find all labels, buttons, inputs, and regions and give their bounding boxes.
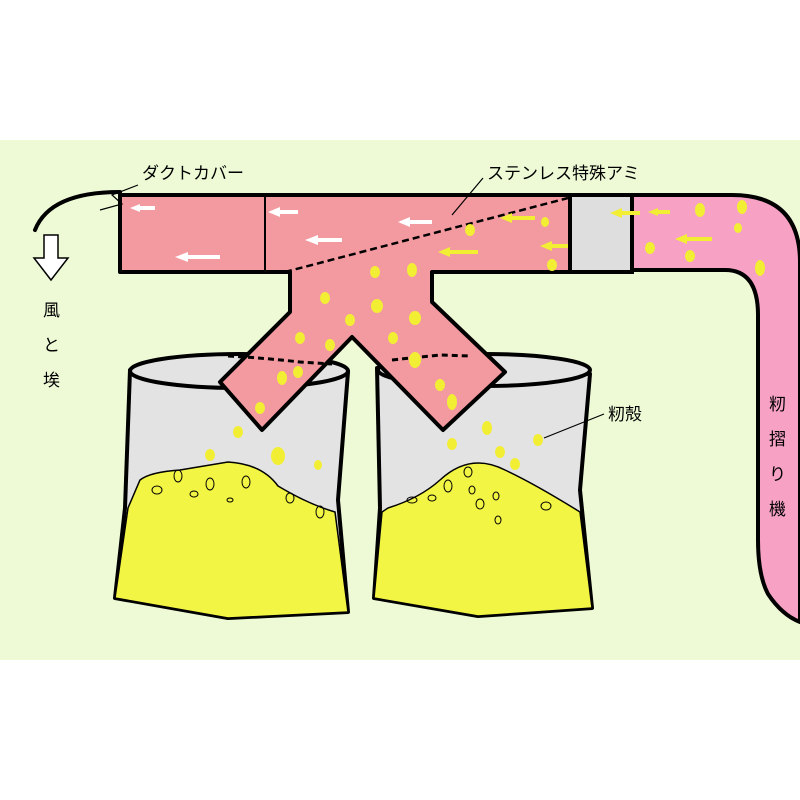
husk-arrow	[610, 208, 640, 218]
husk-particle	[293, 366, 303, 378]
husk-particle	[482, 421, 492, 435]
pile-speck	[241, 475, 251, 489]
wind-and-dust-char: と	[43, 336, 60, 356]
husk-particle	[320, 292, 330, 304]
mesh-line-right	[391, 353, 471, 362]
husk-leader	[543, 413, 605, 439]
husk-particle	[409, 311, 421, 325]
husk-particle	[314, 460, 322, 470]
husk-particle	[447, 394, 457, 410]
husker-char: 籾	[769, 395, 786, 415]
pile-speck	[406, 496, 418, 504]
husker-char: り	[769, 465, 786, 485]
husk-particle	[409, 352, 421, 368]
mesh-leader	[451, 177, 484, 216]
right-bag-husk-pile	[373, 462, 593, 617]
husk-particle	[737, 200, 747, 214]
husk-particle	[233, 426, 243, 438]
pile-speck	[285, 492, 295, 504]
air-arrow	[130, 204, 155, 212]
air-arrow	[305, 235, 342, 245]
husk-particle	[734, 223, 742, 233]
mesh-line-upper	[284, 196, 569, 274]
pile-speck	[494, 515, 502, 525]
husk-particle	[645, 242, 655, 254]
husker-pipe	[630, 193, 800, 624]
husk-arrow	[648, 208, 670, 216]
pile-speck	[189, 490, 199, 498]
husk-particle	[325, 339, 335, 351]
husk-flow-arrows	[438, 208, 712, 257]
pile-speck	[173, 469, 183, 483]
husk-particle	[447, 438, 457, 450]
husk-particle	[345, 314, 355, 326]
pile-speck	[205, 477, 215, 491]
husk-particle	[205, 449, 215, 461]
pile-speck	[468, 485, 476, 495]
stainless-mesh-label: ステンレス特殊アミ	[487, 164, 640, 184]
husk-particle	[465, 224, 475, 236]
pile-speck	[463, 466, 473, 478]
husk-particle	[695, 203, 705, 217]
husk-particle	[271, 447, 285, 465]
husk-particles	[205, 200, 765, 470]
husk-arrow	[438, 247, 478, 257]
wind-and-dust-label: 風 と 埃	[43, 301, 60, 391]
down-arrow-icon	[32, 234, 70, 282]
pile-speck	[443, 479, 453, 493]
mesh-line-left	[227, 354, 333, 366]
pile-speck	[427, 494, 437, 502]
husk-particle	[495, 446, 505, 458]
wind-and-dust-char: 風	[43, 301, 60, 321]
pile-speck	[540, 501, 552, 511]
air-arrow	[268, 207, 298, 217]
husk-particle	[755, 260, 765, 276]
husk-particle	[255, 402, 265, 414]
pile-speck	[475, 498, 485, 510]
pile-specks	[151, 466, 552, 525]
husker-char: 機	[769, 500, 786, 520]
husk-arrow	[540, 241, 568, 251]
duct-cover-leader	[99, 184, 139, 211]
pile-speck	[151, 485, 163, 495]
husk-particle	[685, 250, 695, 262]
husk-particle	[295, 332, 305, 344]
husk-particle	[510, 458, 520, 470]
wind-and-dust-char: 埃	[43, 371, 60, 391]
pile-speck	[492, 491, 500, 501]
husk-particle	[370, 266, 380, 278]
pile-speck	[226, 497, 234, 503]
husk-particle	[533, 434, 543, 446]
filter-section	[568, 193, 634, 274]
right-bag	[372, 352, 594, 618]
husk-particle	[277, 371, 287, 385]
air-arrow	[175, 252, 220, 262]
husk-particle	[388, 332, 398, 344]
rice-husk-label: 籾殻	[608, 405, 642, 425]
husk-particle	[547, 259, 557, 271]
husk-particle	[435, 379, 445, 391]
air-arrows	[130, 204, 432, 262]
duct-cover-label: ダクトカバー	[142, 164, 244, 184]
husker-char: 摺	[769, 430, 786, 450]
husk-arrow	[675, 234, 712, 244]
husk-particle	[541, 217, 549, 227]
husk-arrow	[500, 213, 535, 223]
left-bag-husk-pile	[114, 461, 349, 619]
husk-particle	[407, 263, 417, 277]
duct-cover	[33, 190, 122, 232]
husk-particle	[371, 299, 383, 313]
husker-label: 籾 摺 り 機	[769, 395, 786, 520]
air-arrow	[398, 217, 432, 227]
pile-speck	[315, 505, 325, 519]
